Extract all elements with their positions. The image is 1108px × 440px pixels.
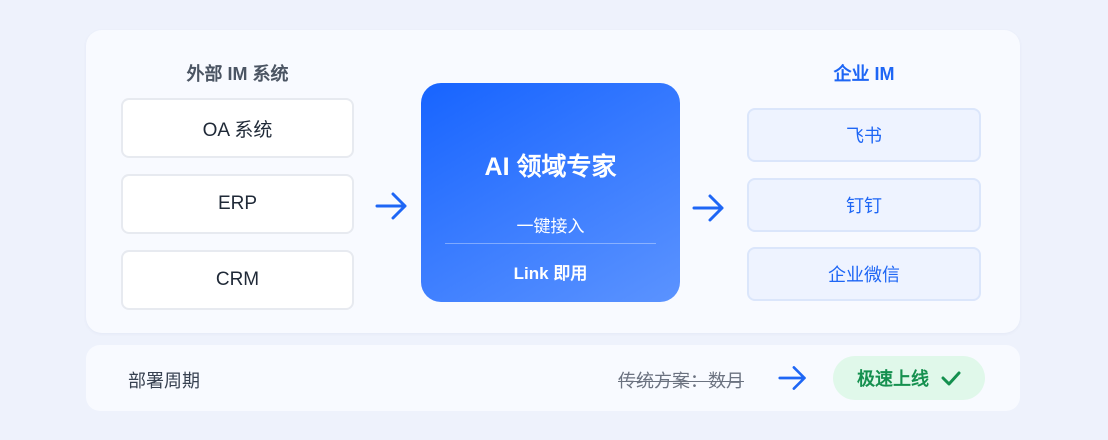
check-icon — [941, 371, 961, 386]
im-dingtalk: 钉钉 — [747, 178, 981, 232]
fast-launch-label: 极速上线 — [857, 369, 929, 389]
traditional-duration: 传统方案：数月 — [618, 371, 744, 391]
fast-launch-badge: 极速上线 — [833, 356, 985, 400]
arrow-right-icon — [375, 192, 407, 220]
system-oa: OA 系统 — [121, 98, 354, 158]
right-heading: 企业 IM — [833, 64, 895, 84]
divider — [445, 243, 656, 244]
im-feishu: 飞书 — [747, 108, 981, 162]
ai-expert-subtitle: 一键接入 — [516, 217, 585, 236]
arrow-right-icon — [692, 194, 724, 222]
arrow-right-icon — [778, 366, 806, 390]
system-erp: ERP — [121, 174, 354, 234]
ai-expert-title: AI 领域专家 — [484, 153, 617, 181]
left-heading: 外部 IM 系统 — [186, 64, 289, 84]
ai-expert-link: Link 即用 — [513, 264, 588, 283]
system-crm: CRM — [121, 250, 354, 310]
deploy-label: 部署周期 — [128, 371, 200, 391]
ai-expert-card: AI 领域专家 一键接入 Link 即用 — [421, 83, 680, 302]
deploy-bar: 部署周期 传统方案：数月 极速上线 — [86, 345, 1020, 411]
im-wecom: 企业微信 — [747, 247, 981, 301]
